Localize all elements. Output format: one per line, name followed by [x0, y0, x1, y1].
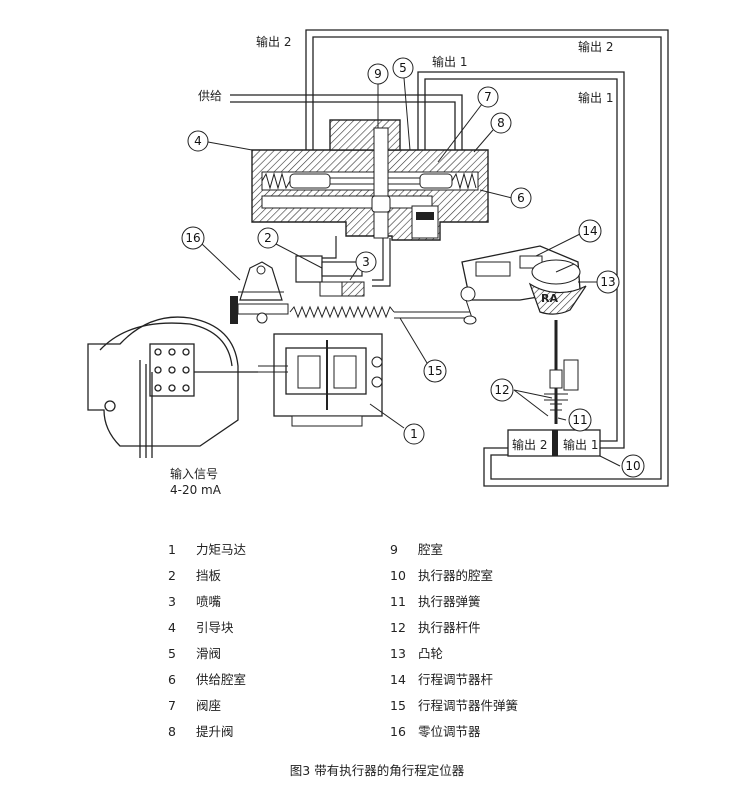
- range-spring: [289, 305, 470, 319]
- supply-line: [230, 94, 463, 150]
- svg-text:1: 1: [410, 427, 418, 441]
- flapper-nozzle: [295, 255, 365, 297]
- callout-14: 14: [578, 219, 602, 243]
- callout-5: 5: [392, 57, 414, 79]
- svg-text:12: 12: [494, 383, 509, 397]
- pilot-block: [251, 119, 489, 287]
- svg-text:16: 16: [185, 231, 200, 245]
- svg-text:5: 5: [399, 61, 407, 75]
- label-output1-top: 输出 1: [432, 54, 467, 69]
- svg-text:6: 6: [517, 191, 525, 205]
- callout-2: 2: [257, 227, 279, 249]
- figure-caption: 图3 带有执行器的角行程定位器: [289, 763, 465, 778]
- terminal-housing: [87, 316, 258, 458]
- positioner-diagram: 1 2 3 4 5 6 7 8 9 10 11 12 13 14 15 16 输…: [87, 29, 669, 497]
- label-output2-left: 输出 2: [256, 34, 291, 49]
- output2-line: [305, 29, 669, 487]
- svg-text:10: 10: [625, 459, 640, 473]
- callout-11: 11: [568, 408, 592, 432]
- torque-motor: [258, 333, 383, 427]
- actuator-stem: [544, 320, 579, 424]
- label-input-range: 4-20 mA: [170, 483, 222, 497]
- label-output1-right: 输出 1: [578, 90, 613, 105]
- svg-text:7: 7: [484, 90, 492, 104]
- leader-lines: [201, 77, 621, 467]
- callout-1: 1: [403, 423, 425, 445]
- svg-text:8: 8: [497, 116, 505, 130]
- svg-text:9: 9: [374, 67, 382, 81]
- actuator-box: [507, 429, 601, 457]
- cam-assembly: [460, 245, 587, 325]
- callout-4: 4: [187, 130, 209, 152]
- callout-12: 12: [490, 378, 514, 402]
- output1-line: [417, 71, 625, 449]
- zero-adjuster: [230, 261, 289, 324]
- label-supply: 供给: [198, 89, 222, 103]
- svg-text:4: 4: [194, 134, 202, 148]
- label-output2-right: 输出 2: [578, 39, 613, 54]
- callout-3: 3: [355, 251, 377, 273]
- callout-13: 13: [596, 270, 620, 294]
- svg-text:2: 2: [264, 231, 272, 245]
- svg-text:3: 3: [362, 255, 370, 269]
- svg-text:11: 11: [572, 413, 587, 427]
- callout-9: 9: [367, 63, 389, 85]
- svg-text:15: 15: [427, 364, 442, 378]
- callout-15: 15: [423, 359, 447, 383]
- callout-7: 7: [477, 86, 499, 108]
- callout-10: 10: [621, 454, 645, 478]
- callout-8: 8: [490, 112, 512, 134]
- label-cam-ra: RA: [541, 292, 558, 305]
- callout-6: 6: [510, 187, 532, 209]
- label-actuator-output1: 输出 1: [563, 437, 598, 452]
- svg-text:14: 14: [582, 224, 597, 238]
- label-actuator-output2: 输出 2: [512, 437, 547, 452]
- svg-text:13: 13: [600, 275, 615, 289]
- callout-16: 16: [181, 226, 205, 250]
- label-input-signal: 输入信号: [170, 466, 218, 481]
